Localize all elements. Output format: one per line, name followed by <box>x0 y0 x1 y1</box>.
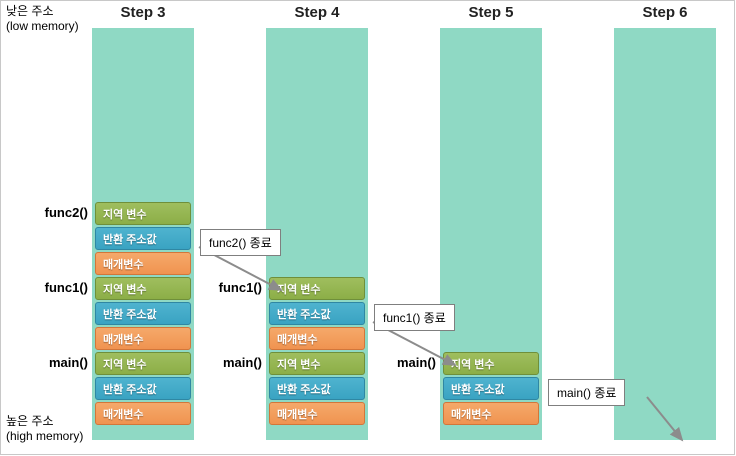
step4-func1-local: 지역 변수 <box>269 277 365 300</box>
high-memory-line1: 높은 주소 <box>6 414 54 428</box>
step3-func1-param: 매개변수 <box>95 327 191 350</box>
high-memory-line2: (high memory) <box>6 429 84 443</box>
step3-func2-local: 지역 변수 <box>95 202 191 225</box>
step3-func2-ret: 반환 주소값 <box>95 227 191 250</box>
column-title-step4: Step 4 <box>294 4 340 21</box>
step4-func1-ret: 반환 주소값 <box>269 302 365 325</box>
step3-func2-param: 매개변수 <box>95 252 191 275</box>
step3-main-label: main() <box>49 355 88 370</box>
step5-main-local: 지역 변수 <box>443 352 539 375</box>
callout-func1-end: func1() 종료 <box>374 304 455 331</box>
column-bar-step6 <box>614 28 716 440</box>
step3-main-ret: 반환 주소값 <box>95 377 191 400</box>
callout-main-end: main() 종료 <box>548 379 626 406</box>
step3-func1-local: 지역 변수 <box>95 277 191 300</box>
step4-main-label: main() <box>223 355 262 370</box>
column-title-step5: Step 5 <box>468 4 514 21</box>
low-memory-line1: 낮은 주소 <box>6 4 54 18</box>
low-memory-line2: (low memory) <box>6 19 79 33</box>
column-title-step6: Step 6 <box>642 4 688 21</box>
step3-func1-label: func1() <box>44 280 88 295</box>
step4-func1-label: func1() <box>218 280 262 295</box>
step3-func2-label: func2() <box>44 205 88 220</box>
step4-main-ret: 반환 주소값 <box>269 377 365 400</box>
step4-main-local: 지역 변수 <box>269 352 365 375</box>
step5-main-ret: 반환 주소값 <box>443 377 539 400</box>
step5-main-param: 매개변수 <box>443 402 539 425</box>
step4-main-param: 매개변수 <box>269 402 365 425</box>
step4-func1-param: 매개변수 <box>269 327 365 350</box>
high-memory-label: 높은 주소 (high memory) <box>6 414 83 444</box>
callout-func2-end: func2() 종료 <box>200 229 281 256</box>
low-memory-label: 낮은 주소 (low memory) <box>6 4 79 34</box>
step3-main-local: 지역 변수 <box>95 352 191 375</box>
step3-main-param: 매개변수 <box>95 402 191 425</box>
step3-func1-ret: 반환 주소값 <box>95 302 191 325</box>
column-title-step3: Step 3 <box>120 4 166 21</box>
step5-main-label: main() <box>397 355 436 370</box>
